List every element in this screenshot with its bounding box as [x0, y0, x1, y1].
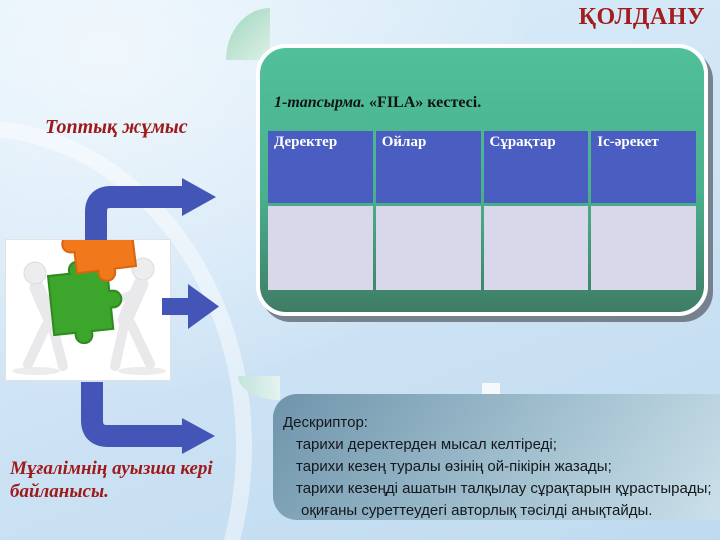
task-heading-number: 1-тапсырма.	[274, 94, 366, 111]
fila-col-facts: Деректер	[268, 131, 373, 203]
fila-table: Деректер Ойлар Сұрақтар Іс-әрекет	[265, 128, 699, 293]
fila-col-ideas: Ойлар	[375, 131, 481, 203]
fila-col-actions: Іс-әрекет	[591, 131, 696, 203]
task-heading: 1-тапсырма. «FILA» кестесі.	[274, 94, 481, 112]
descriptor-item-4: оқиғаны суреттеудегі авторлық тәсілді ан…	[301, 502, 653, 519]
group-work-label: Топтық жұмыс	[45, 116, 188, 138]
task-card: 1-тапсырма. «FILA» кестесі. Деректер Ойл…	[256, 44, 708, 316]
descriptor-title: Дескриптор:	[283, 414, 368, 431]
corner-leaf-decoration	[226, 8, 270, 60]
task-heading-rest: «FILA» кестесі.	[365, 94, 482, 111]
descriptor-box: Дескриптор: тарихи деректерден мысал кел…	[273, 394, 720, 520]
descriptor-item-3: тарихи кезеңді ашатын талқылау сұрақтары…	[296, 480, 712, 497]
teacher-feedback-label: Мұғалімнің ауызша кері байланысы.	[10, 458, 213, 502]
fila-cell	[591, 206, 696, 290]
slide-title: ҚОЛДАНУ	[578, 4, 705, 30]
puzzle-teamwork-illustration	[12, 198, 166, 375]
descriptor-item-1: тарихи деректерден мысал келтіреді;	[296, 436, 557, 453]
fila-table-empty-row	[268, 206, 696, 290]
descriptor-item-2: тарихи кезең туралы өзінің ой-пікірін жа…	[296, 458, 612, 475]
fila-cell	[268, 206, 373, 290]
fila-table-header-row: Деректер Ойлар Сұрақтар Іс-әрекет	[268, 131, 696, 203]
fila-cell	[483, 206, 589, 290]
fila-cell	[375, 206, 481, 290]
fila-col-questions: Сұрақтар	[483, 131, 589, 203]
puzzle-teamwork-image	[5, 198, 171, 381]
